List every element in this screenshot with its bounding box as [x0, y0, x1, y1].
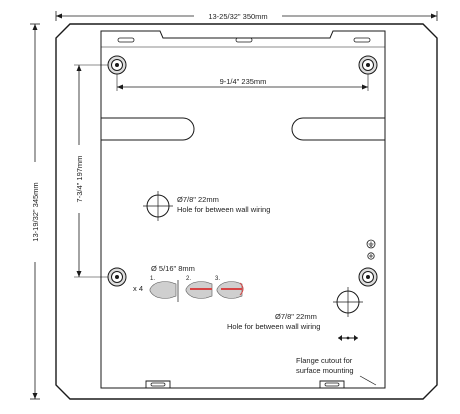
- screw-size-label: Ø 5/16" 8mm: [151, 264, 195, 273]
- back-plate: [100, 30, 386, 389]
- bottom-flange-right: [319, 380, 345, 388]
- top-tab-right: [353, 37, 371, 43]
- mounting-hole-bottom-right: [358, 267, 378, 287]
- mounting-hole-top-right: [358, 55, 378, 75]
- svg-text:3.: 3.: [215, 276, 220, 282]
- bottom-tab-left: [150, 382, 166, 387]
- wiring-hole-lower: [333, 287, 363, 317]
- mounting-hole-top-left: [107, 55, 127, 75]
- flange-note-line1: Flange cutout for: [296, 356, 353, 365]
- mounting-hole-bottom-left: [107, 267, 127, 287]
- wiring-hole-lower-size: Ø7/8" 22mm: [275, 312, 317, 321]
- anchor-step-1: 1.: [149, 276, 179, 302]
- screw-count-label: x 4: [133, 284, 143, 293]
- wiring-hole-upper-note: Hole for between wall wiring: [177, 205, 270, 214]
- dimension-hole-spacing-horizontal: 9-1/4" 235mm: [220, 77, 267, 86]
- wiring-hole-lower-note: Hole for between wall wiring: [227, 322, 320, 331]
- bottom-flange-left: [145, 380, 171, 388]
- bottom-tab-right: [324, 382, 340, 387]
- ground-screw-icon: [367, 252, 375, 260]
- anchor-step-2: 2.: [185, 276, 213, 299]
- anchor-step-3: 3.: [215, 276, 244, 299]
- dimension-hole-spacing-vertical: 7-3/4" 197mm: [75, 156, 84, 203]
- flange-leader-line: [359, 375, 377, 386]
- slot-left: [101, 117, 195, 141]
- slot-right: [291, 117, 385, 141]
- svg-text:1.: 1.: [150, 276, 155, 282]
- ground-icon: [366, 239, 376, 249]
- flange-note-line2: surface mounting: [296, 366, 354, 375]
- top-tab-left: [117, 37, 135, 43]
- dimension-width-label: 13-25/32" 350mm: [208, 12, 267, 21]
- dimension-height-label: 13-19/32" 345mm: [31, 182, 40, 241]
- wiring-hole-upper: [143, 191, 173, 221]
- wiring-hole-upper-size: Ø7/8" 22mm: [177, 195, 219, 204]
- top-tab-center: [235, 37, 253, 43]
- enclosure-outline: [55, 23, 438, 400]
- svg-text:2.: 2.: [186, 276, 191, 282]
- level-marker-icon: [338, 335, 358, 341]
